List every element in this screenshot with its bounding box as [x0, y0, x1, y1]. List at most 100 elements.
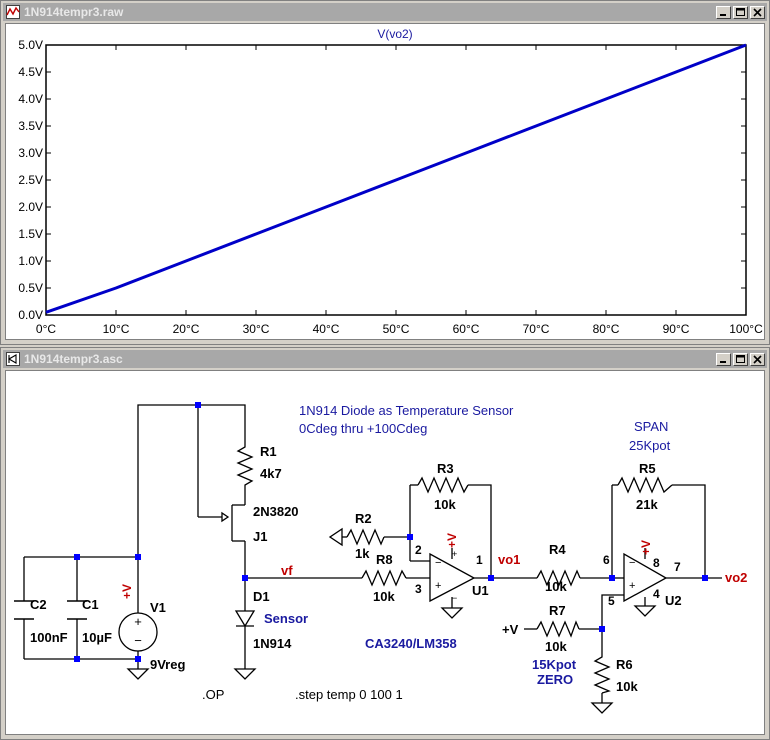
zero-label[interactable]: ZERO — [537, 672, 573, 687]
ground-symbols — [126, 527, 657, 714]
sensor-label[interactable]: Sensor — [264, 611, 308, 626]
resistor-r2 — [346, 528, 385, 546]
v1-name[interactable]: V1 — [150, 600, 166, 615]
net-labels: vf vo1 vo2 +V Sensor — [264, 552, 747, 637]
svg-text:−: − — [452, 593, 457, 603]
svg-text:−: − — [134, 633, 142, 648]
minimize-icon — [720, 360, 726, 363]
series-line-vo2[interactable] — [45, 43, 747, 314]
d1-value[interactable]: 1N914 — [253, 636, 292, 651]
j1-name[interactable]: J1 — [253, 529, 267, 544]
j1-value[interactable]: 2N3820 — [253, 504, 299, 519]
pin-u2-4: 4 — [653, 587, 660, 601]
voltage-source-v1[interactable]: + − — [118, 612, 158, 652]
r3-name[interactable]: R3 — [437, 461, 454, 476]
component-labels: R1 4k7 2N3820 J1 D1 1N914 R2 1k R8 10k R… — [30, 444, 682, 694]
u2-name[interactable]: U2 — [665, 593, 682, 608]
x-tick-label: 50°C — [383, 322, 410, 336]
close-button[interactable] — [750, 5, 765, 19]
jfet-j1[interactable] — [221, 504, 245, 542]
x-tick-label: 10°C — [103, 322, 130, 336]
u1-name[interactable]: U1 — [472, 583, 489, 598]
net-plus-v-u2[interactable]: +V — [639, 540, 653, 555]
r5-value[interactable]: 21k — [636, 497, 658, 512]
y-tick-label: 0.5V — [18, 281, 43, 295]
r3-value[interactable]: 10k — [434, 497, 456, 512]
minimize-icon — [720, 13, 726, 16]
r8-name[interactable]: R8 — [376, 552, 393, 567]
minimize-button[interactable] — [716, 5, 731, 19]
c2-value[interactable]: 100nF — [30, 630, 68, 645]
svg-text:+: + — [452, 549, 457, 559]
x-tick-label: 100°C — [729, 322, 763, 336]
restore-button[interactable] — [733, 352, 748, 366]
v1-value[interactable]: 9Vreg — [150, 657, 185, 672]
close-icon — [753, 354, 762, 364]
resistor-r1 — [236, 441, 254, 491]
junction-dots — [74, 402, 708, 662]
resistor-r7 — [536, 620, 580, 638]
capacitors — [14, 600, 87, 620]
restore-icon — [736, 354, 745, 363]
r2-name[interactable]: R2 — [355, 511, 372, 526]
opamp-u2[interactable]: − + — [623, 552, 668, 603]
x-tick-label: 20°C — [173, 322, 200, 336]
minimize-button[interactable] — [716, 352, 731, 366]
x-tick-label: 70°C — [523, 322, 550, 336]
r4-name[interactable]: R4 — [549, 542, 566, 557]
waveform-titlebar[interactable]: 1N914tempr3.raw — [3, 3, 767, 21]
wires — [23, 404, 722, 703]
pin-u1-3: 3 — [415, 582, 422, 596]
c2-name[interactable]: C2 — [30, 597, 47, 612]
r5-name[interactable]: R5 — [639, 461, 656, 476]
close-icon — [753, 7, 762, 17]
x-tick-label: 40°C — [313, 322, 340, 336]
zero-pot-label[interactable]: 15Kpot — [532, 657, 577, 672]
schematic-canvas[interactable]: + − − + + − — [5, 370, 765, 735]
r6-value[interactable]: 10k — [616, 679, 638, 694]
schematic-titlebar[interactable]: 1N914tempr3.asc — [3, 350, 767, 368]
y-tick-label: 2.5V — [18, 173, 43, 187]
r1-name[interactable]: R1 — [260, 444, 277, 459]
span-pot-label[interactable]: 25Kpot — [629, 438, 671, 453]
op-directive[interactable]: .OP — [202, 687, 224, 702]
trace-title[interactable]: V(vo2) — [377, 27, 412, 41]
net-plus-v-v1[interactable]: +V — [120, 584, 134, 599]
close-button[interactable] — [750, 352, 765, 366]
r2-value[interactable]: 1k — [355, 546, 370, 561]
span-label[interactable]: SPAN — [634, 419, 668, 434]
r6-name[interactable]: R6 — [616, 657, 633, 672]
net-plus-v-u1[interactable]: +V — [445, 533, 459, 548]
svg-text:+: + — [134, 614, 142, 629]
r7-name[interactable]: R7 — [549, 603, 566, 618]
net-vo2[interactable]: vo2 — [725, 570, 747, 585]
schematic-drawing[interactable]: + − − + + − — [6, 371, 766, 736]
svg-text:+: + — [435, 580, 441, 592]
c1-value[interactable]: 10µF — [82, 630, 112, 645]
step-directive[interactable]: .step temp 0 100 1 — [295, 687, 403, 702]
net-vf[interactable]: vf — [281, 563, 293, 578]
restore-button[interactable] — [733, 5, 748, 19]
ground-icon — [328, 527, 343, 547]
ground-icon — [440, 607, 464, 619]
resistors — [236, 441, 673, 694]
diode-d1[interactable] — [234, 601, 256, 628]
net-plus-v-input[interactable]: +V — [502, 622, 519, 637]
r8-value[interactable]: 10k — [373, 589, 395, 604]
r4-value[interactable]: 10k — [545, 579, 567, 594]
c1-name[interactable]: C1 — [82, 597, 99, 612]
d1-name[interactable]: D1 — [253, 589, 270, 604]
opamp-u1[interactable]: − + + − — [429, 549, 476, 603]
r7-value[interactable]: 10k — [545, 639, 567, 654]
opamp-note[interactable]: CA3240/LM358 — [365, 636, 457, 651]
schematic-title[interactable]: 1N914 Diode as Temperature Sensor — [299, 403, 514, 418]
ground-icon — [590, 702, 614, 714]
net-vo1[interactable]: vo1 — [498, 552, 520, 567]
r1-value[interactable]: 4k7 — [260, 466, 282, 481]
schematic-subtitle[interactable]: 0Cdeg thru +100Cdeg — [299, 421, 427, 436]
waveform-icon — [6, 5, 20, 19]
ground-icon — [233, 668, 257, 680]
